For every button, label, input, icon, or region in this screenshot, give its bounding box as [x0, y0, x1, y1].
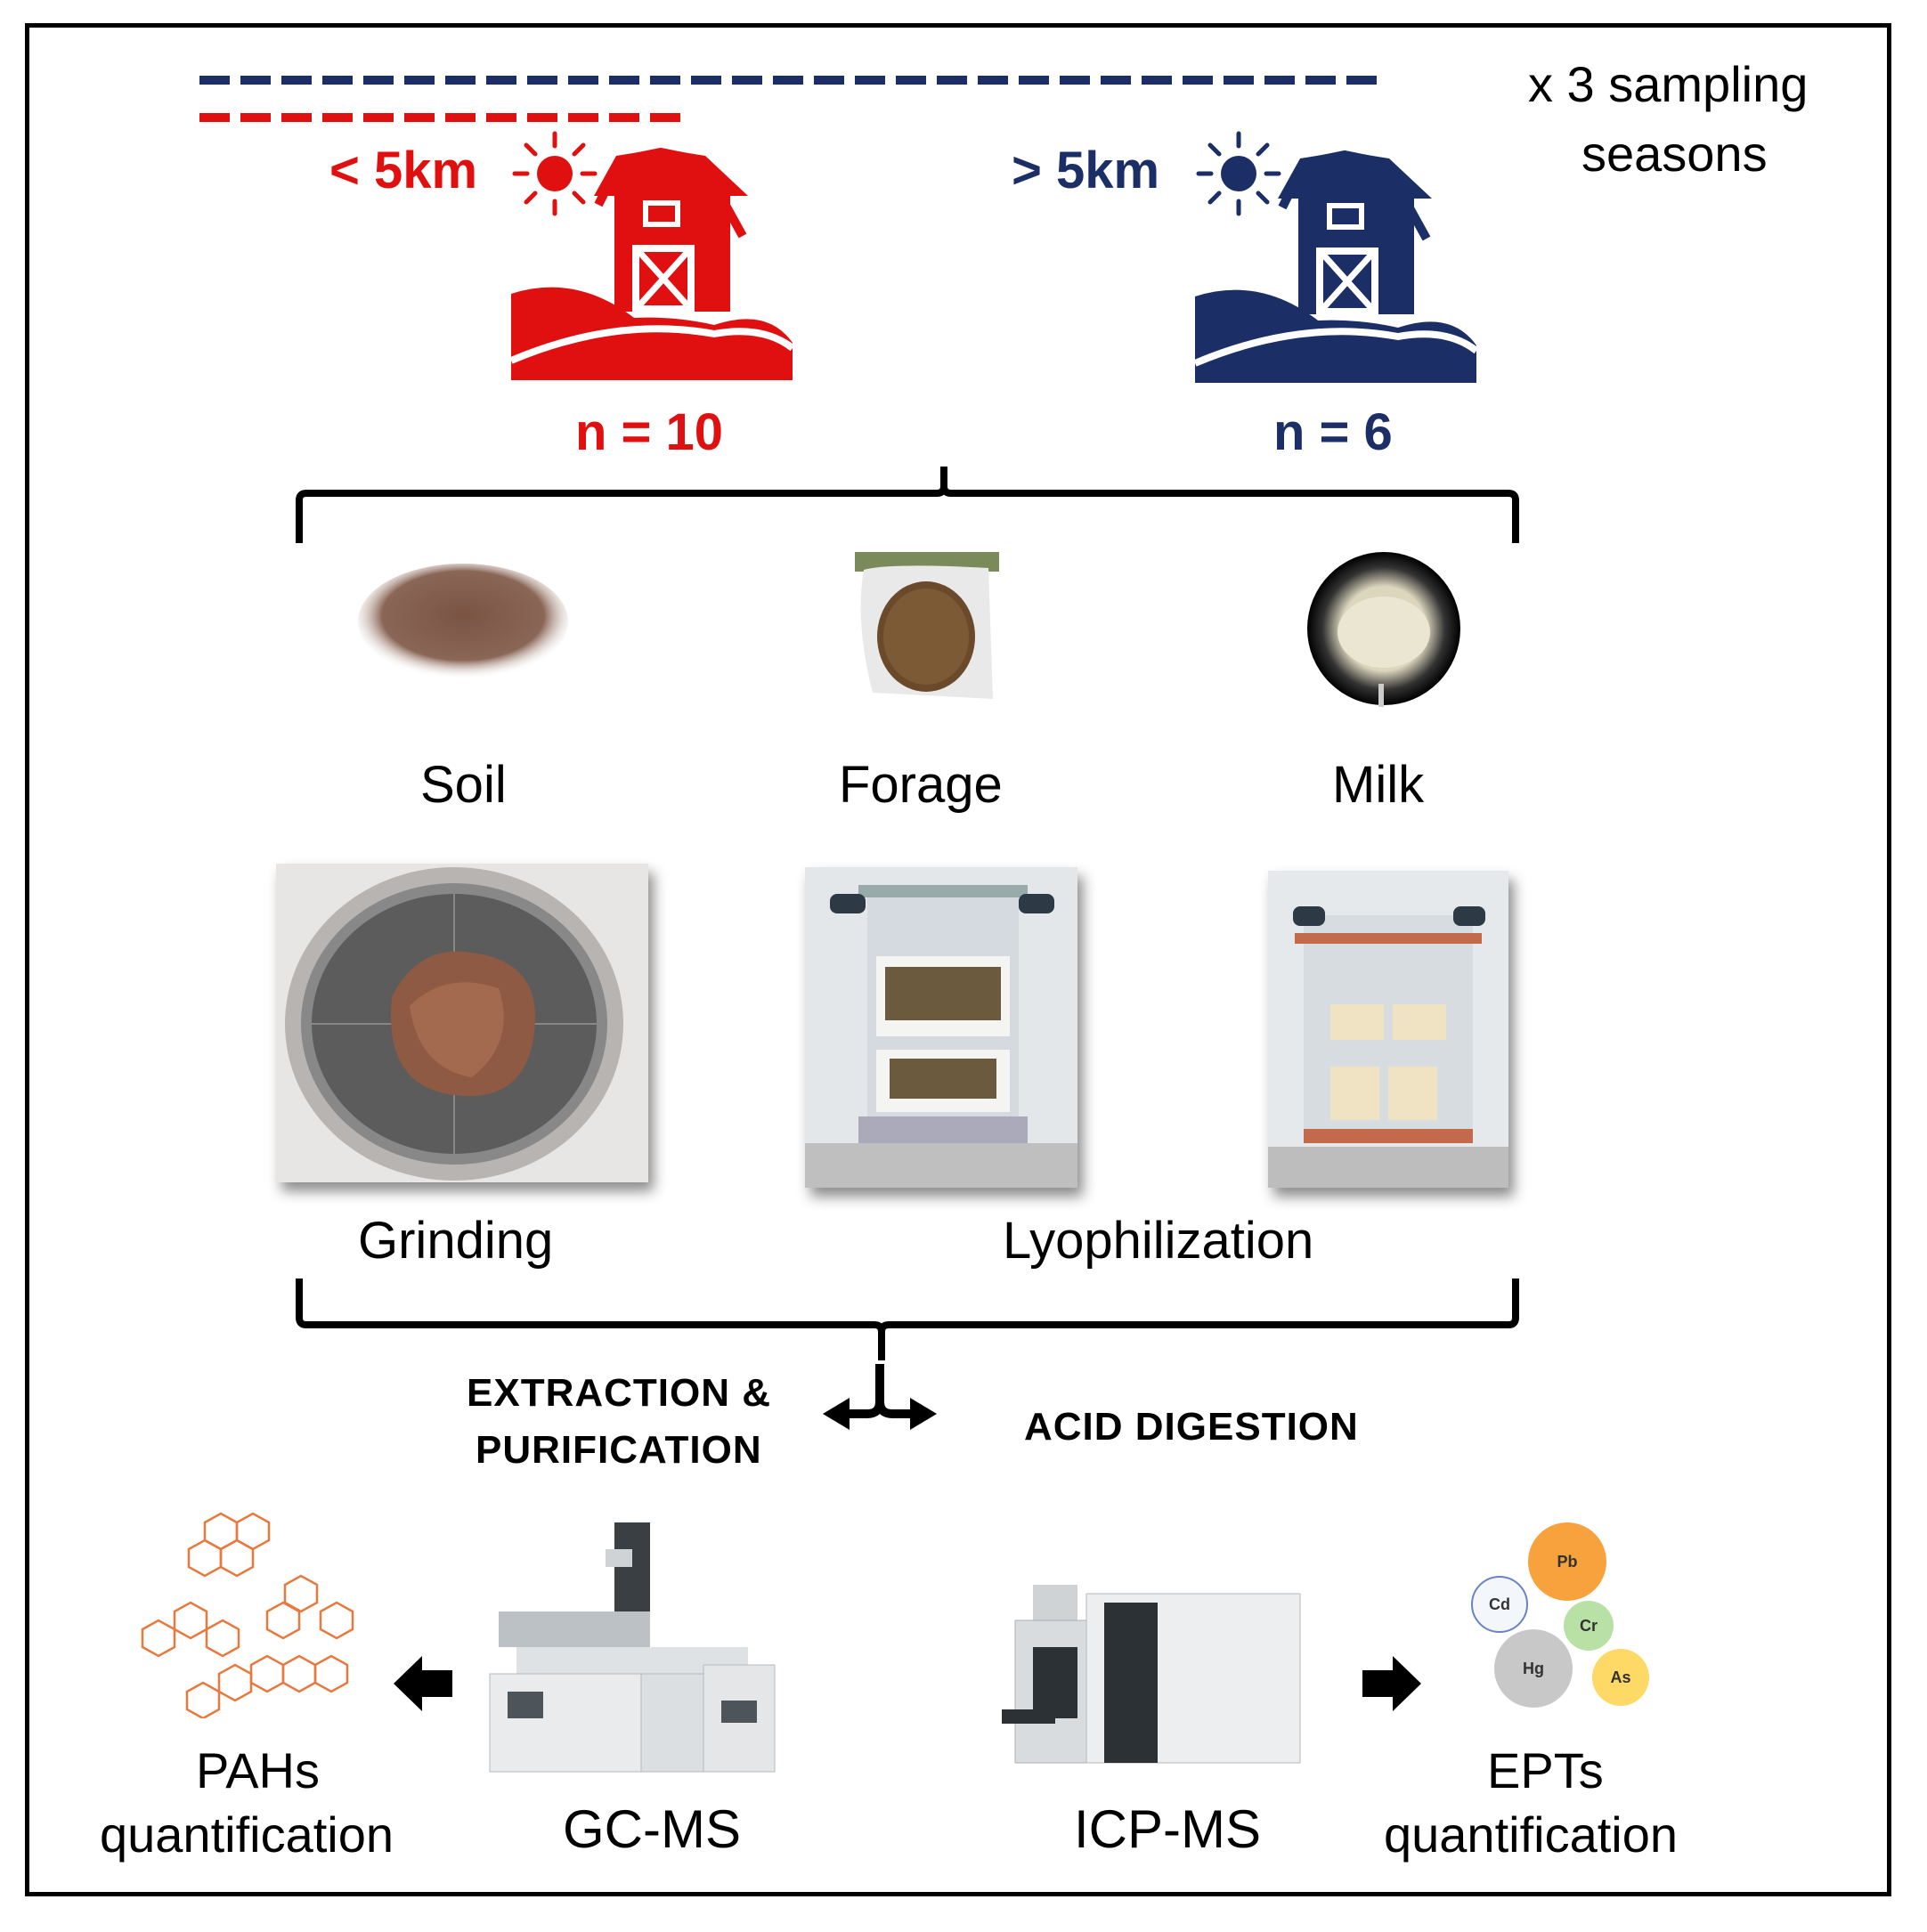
branch-label-right: ACID DIGESTION — [1024, 1405, 1359, 1449]
far-farm-count: n = 6 — [1273, 403, 1393, 461]
barn-far-icon — [1193, 150, 1478, 383]
milk-image — [1305, 550, 1462, 707]
element-symbol-hg: Hg — [1523, 1659, 1544, 1677]
pahs-label-line1: PAHs — [196, 1742, 320, 1798]
soil-image — [356, 559, 570, 693]
pahs-label-line2: quantification — [100, 1806, 394, 1863]
element-symbol-as: As — [1610, 1668, 1631, 1686]
gcms-label: GC-MS — [563, 1799, 741, 1859]
bottom-bracket — [296, 1279, 1519, 1360]
split-arrow-icon — [823, 1364, 937, 1430]
lyophilizer-milk-image — [1268, 871, 1508, 1188]
forage-image — [855, 552, 999, 703]
seasons-text-line1: x 3 sampling — [1528, 56, 1809, 112]
element-circle-cd: Cd — [1471, 1576, 1528, 1633]
sample-label-forage: Forage — [839, 756, 1003, 814]
top-bracket — [296, 467, 1519, 543]
element-symbol-cd: Cd — [1489, 1595, 1510, 1613]
element-symbol-cr: Cr — [1579, 1616, 1598, 1635]
branch-label-left-line1: EXTRACTION & — [467, 1371, 771, 1415]
pah-molecules-icon — [141, 1512, 354, 1718]
sun-icon — [512, 131, 598, 216]
sun-icon — [1196, 131, 1281, 216]
element-circle-as: As — [1592, 1649, 1649, 1706]
element-circle-hg: Hg — [1494, 1629, 1573, 1708]
seasons-text-line2: seasons — [1581, 126, 1768, 182]
near-farm-count: n = 10 — [575, 403, 724, 461]
grinding-label: Grinding — [358, 1212, 554, 1270]
icpms-instrument-image — [1002, 1585, 1301, 1764]
lyophilizer-forage-image — [805, 867, 1077, 1188]
epts-label-line2: quantification — [1384, 1806, 1679, 1863]
arrow-right-icon — [1362, 1656, 1421, 1711]
element-circle-cr: Cr — [1564, 1601, 1614, 1651]
figure-frame — [25, 23, 1891, 1896]
sample-label-soil: Soil — [420, 756, 507, 814]
far-distance-label: > 5km — [1012, 142, 1160, 199]
icpms-label: ICP-MS — [1074, 1799, 1261, 1859]
element-circle-pb: Pb — [1528, 1522, 1606, 1601]
epts-label-line1: EPTs — [1487, 1742, 1604, 1798]
sample-label-milk: Milk — [1332, 756, 1425, 814]
element-symbol-pb: Pb — [1557, 1552, 1578, 1571]
barn-near-icon — [509, 147, 794, 380]
grinding-sieve-image — [276, 864, 648, 1182]
distance-lines — [199, 76, 1377, 122]
branch-label-left-line2: PURIFICATION — [476, 1428, 762, 1472]
lyophilization-label: Lyophilization — [1003, 1212, 1314, 1270]
near-distance-label: < 5km — [329, 142, 478, 199]
gcms-instrument-image — [489, 1522, 776, 1773]
arrow-left-icon — [394, 1656, 452, 1711]
